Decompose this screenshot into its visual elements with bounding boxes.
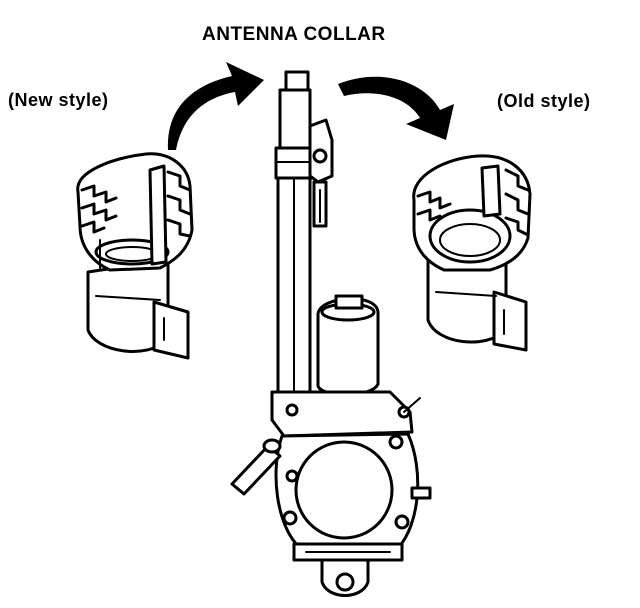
right-curved-arrow-icon <box>338 76 454 140</box>
diagram-title: ANTENNA COLLAR <box>202 24 386 45</box>
power-antenna-assembly <box>230 70 432 597</box>
old-style-collar <box>412 154 532 352</box>
new-style-label: (New style) <box>8 90 109 110</box>
left-curved-arrow-icon <box>167 62 264 150</box>
old-style-label: (Old style) <box>497 91 591 111</box>
new-style-collar <box>76 152 194 360</box>
